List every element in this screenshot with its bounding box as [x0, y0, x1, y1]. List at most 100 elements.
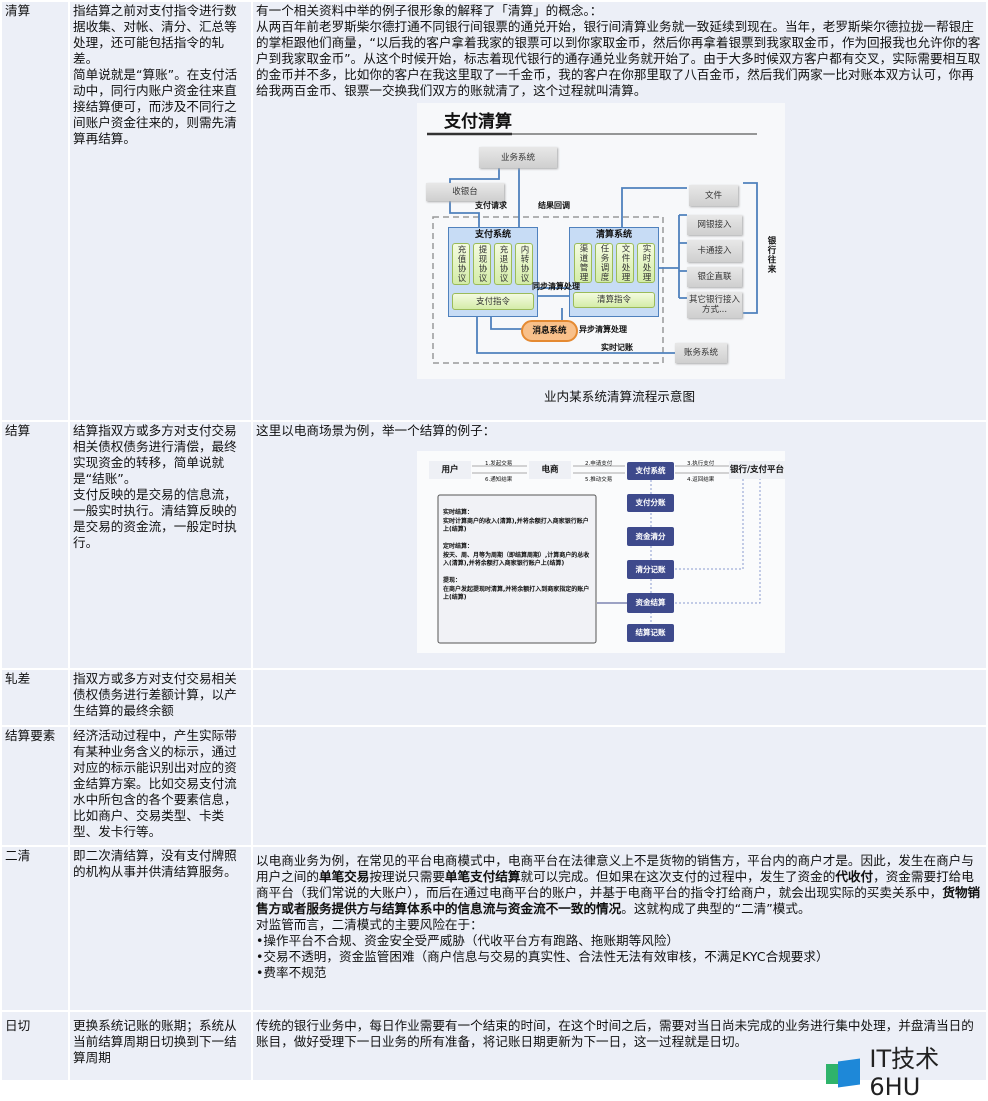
- definition-text: 指双方或多方对支付交易相关债权债务进行差额计算，以产生结算的最终余额: [73, 671, 237, 718]
- definition: 经济活动过程中，产生实际带有某种业务含义的标示，通过对应的标示能识别出对应的资金…: [68, 725, 253, 847]
- text: ，资金需要打给电商平台（我们常说的大账户），而后在通过电商平台的账户，并基于电商…: [256, 869, 974, 900]
- pay-command-box: 支付指令: [452, 293, 534, 310]
- merchant-box: 电商: [529, 461, 571, 479]
- detail-text: 以电商业务为例，在常见的平台电商模式中，电商平台在法律意义上不是货物的销售方，平…: [256, 853, 983, 917]
- figure-caption: 业内某系统清算流程示意图: [543, 389, 696, 404]
- flow-step-box: 支付分账: [627, 494, 674, 512]
- detail: 这里以电商场景为例，举一个结算的例子： 用户 电商 支付系统 银行/支付平台 1…: [251, 420, 988, 670]
- user-box: 用户: [429, 461, 471, 479]
- note-heading: 定时结算：: [443, 543, 474, 550]
- definition-text: 结算指双方或多方对支付交易相关债权债务进行清偿，最终实现资金的转移，简单说就是“…: [73, 423, 237, 486]
- definition-text: 更换系统记账的账期；系统从当前结算周期日切换到下一结算周期: [73, 1018, 237, 1065]
- text: 按理说只需要: [369, 869, 445, 884]
- bank-label: 银行往来: [766, 236, 776, 274]
- term: 日切: [0, 1010, 70, 1082]
- definition-text: 简单说就是“算账”。在支付活动中，同行内账户资金往来直接结算便可，而涉及不同行之…: [73, 67, 238, 146]
- protocol-box: 内转协议: [515, 243, 533, 285]
- table-row: 结算 结算指双方或多方对支付交易相关债权债务进行清偿，最终实现资金的转移，简单说…: [0, 420, 988, 670]
- detail: [251, 725, 988, 847]
- module-box: 渠道管理: [574, 243, 592, 283]
- protocol-box: 提现协议: [473, 243, 491, 285]
- term: 清算: [0, 0, 70, 422]
- cashier-box: 收银台: [426, 183, 504, 201]
- message-system-box: 消息系统: [521, 320, 578, 342]
- definition: 更换系统记账的账期；系统从当前结算周期日切换到下一结算周期: [68, 1010, 253, 1082]
- term: 结算: [0, 420, 70, 670]
- text: 就可以完成。但如果在这次支付的过程中，发生了资金的: [520, 869, 836, 884]
- channel-box: 卡通接入: [687, 240, 742, 262]
- watermark-text: IT技术6HU: [869, 1045, 940, 1101]
- flow-step-box: 资金清分: [627, 527, 674, 546]
- detail-text: 传统的银行业务中，每日作业需要有一个结束的时间，在这个时间之后，需要对当日尚未完…: [256, 1018, 974, 1049]
- note-heading: 提现：: [443, 577, 462, 584]
- step-label: 1.发起交易: [485, 461, 513, 467]
- risk-item: •交易不透明，资金监管困难（商户信息与交易的真实性、合法性无法有效审核，不满足K…: [256, 949, 829, 964]
- definition: 即二次清结算，没有支付牌照的机构从事并供清结算服务。: [68, 845, 253, 1012]
- protocol-box: 充值协议: [452, 243, 470, 285]
- flow-step-box: 清分记账: [627, 560, 674, 579]
- definition: 指结算之前对支付指令进行数据收集、对帐、清分、汇总等处理，还可能包括指令的轧差。…: [68, 0, 253, 422]
- detail: 以电商业务为例，在常见的平台电商模式中，电商平台在法律意义上不是货物的销售方，平…: [251, 845, 988, 1012]
- watermark: IT技术6HU: [826, 1045, 988, 1101]
- async-label: 异步清算处理: [579, 325, 627, 334]
- module-box: 实时处理: [637, 243, 655, 283]
- detail: [251, 668, 988, 727]
- callback-label: 结果回调: [538, 201, 570, 210]
- business-system-box: 业务系统: [479, 147, 557, 168]
- detail-text: 对监管而言，二清模式的主要风险在于：: [256, 917, 483, 932]
- risk-item: •费率不规范: [256, 965, 327, 980]
- detail: 传统的银行业务中，每日作业需要有一个结束的时间，在这个时间之后，需要对当日尚未完…: [251, 1010, 988, 1082]
- clearing-diagram: 支付清算 业务系统 收银台 支付请求 结果回调 支付系统 充值协议 提现协议 充…: [417, 103, 785, 379]
- table-row: 清算 指结算之前对支付指令进行数据收集、对帐、清分、汇总等处理，还可能包括指令的…: [0, 0, 988, 422]
- detail-text: 有一个相关资料中举的例子很形象的解释了「清算」的概念。：: [256, 3, 603, 18]
- note-text: 按天、周、月等为周期（即结算周期）,计算商户的总收入(清算),并将余额打入商家银…: [443, 551, 590, 568]
- bold-text: 代收付: [835, 869, 874, 884]
- channel-box: 银企直联: [687, 267, 742, 287]
- table-row: 二清 即二次清结算，没有支付牌照的机构从事并供清结算服务。 以电商业务为例，在常…: [0, 845, 988, 1012]
- table-row: 轧差 指双方或多方对支付交易相关债权债务进行差额计算，以产生结算的最终余额: [0, 668, 988, 727]
- term: 轧差: [0, 668, 70, 727]
- channel-box: 其它银行接入方式...: [687, 292, 742, 318]
- text: 以电商业务为例，在常见的平台电商模式中，电商平台在法律意义上不是货物的销售方，平…: [256, 853, 974, 884]
- protocol-box: 充退协议: [494, 243, 512, 285]
- diagram-connectors: [427, 132, 758, 364]
- step-label: 2.申请支付: [585, 461, 613, 467]
- definition: 结算指双方或多方对支付交易相关债权债务进行清偿，最终实现资金的转移，简单说就是“…: [68, 420, 253, 670]
- ledger-box: 账务系统: [675, 343, 727, 363]
- term: 结算要素: [0, 725, 70, 847]
- module-box: 任务调度: [595, 243, 613, 283]
- bold-text: 单笔支付结算: [444, 869, 521, 884]
- definition: 指双方或多方对支付交易相关债权债务进行差额计算，以产生结算的最终余额: [68, 668, 253, 727]
- note-text: 实时计算商户的收入(清算),并将余额打入商家银行账户上(结算): [443, 517, 589, 534]
- module-box: 文件处理: [616, 243, 634, 283]
- channel-box: 网银接入: [687, 215, 742, 235]
- step-label: 3.执行支付: [687, 461, 715, 467]
- clear-command-box: 清算指令: [573, 292, 655, 308]
- definition-text: 支付反映的是交易的信息流，一般实时执行。清结算反映的是交易的资金流，一般定时执行…: [73, 487, 237, 550]
- payment-system-box: 支付系统: [627, 462, 674, 480]
- definition-text: 即二次清结算，没有支付牌照的机构从事并供清结算服务。: [73, 848, 237, 879]
- bold-text: 货物销售方或者服务提供方与结算体系中的信息流与资金流不一致的情况: [256, 885, 981, 916]
- note-heading: 实时结算：: [443, 509, 474, 516]
- bank-box: 银行/支付平台: [729, 461, 785, 479]
- sync-label: 同步清算处理: [532, 282, 580, 291]
- table-row: 日切 更换系统记账的账期；系统从当前结算周期日切换到下一结算周期 传统的银行业务…: [0, 1010, 988, 1082]
- definition-text: 指结算之前对支付指令进行数据收集、对帐、清分、汇总等处理，还可能包括指令的轧差。: [73, 3, 237, 66]
- text: 。这就构成了典型的“二清”模式。: [621, 901, 811, 916]
- detail-text: 从两百年前老罗斯柴尔德打通不同银行间银票的通兑开始，银行间清算业务就一致延续到现…: [256, 19, 981, 98]
- realtime-label: 实时记账: [601, 343, 633, 352]
- detail: 有一个相关资料中举的例子很形象的解释了「清算」的概念。： 从两百年前老罗斯柴尔德…: [251, 0, 988, 422]
- flow-step-box: 资金结算: [627, 593, 674, 613]
- note-text: 在商户发起提现时清算,并将余额打入到商家指定的账户上(结算): [443, 585, 590, 602]
- diagram-title: 支付清算: [444, 112, 512, 132]
- term: 二清: [0, 845, 70, 1012]
- definition-text: 经济活动过程中，产生实际带有某种业务含义的标示，通过对应的标示能识别出对应的资金…: [73, 728, 237, 839]
- settlement-notes: 实时结算：实时计算商户的收入(清算),并将余额打入商家银行账户上(结算) 定时结…: [443, 509, 593, 603]
- logo-icon: [826, 1058, 863, 1088]
- table-row: 结算要素 经济活动过程中，产生实际带有某种业务含义的标示，通过对应的标示能识别出…: [0, 725, 988, 847]
- step-label: 6.通知结果: [485, 477, 513, 483]
- settlement-diagram: 用户 电商 支付系统 银行/支付平台 1.发起交易 6.通知结果 2.申请支付 …: [417, 451, 785, 653]
- file-box: 文件: [689, 185, 738, 206]
- step-label: 4.返回结果: [687, 477, 715, 483]
